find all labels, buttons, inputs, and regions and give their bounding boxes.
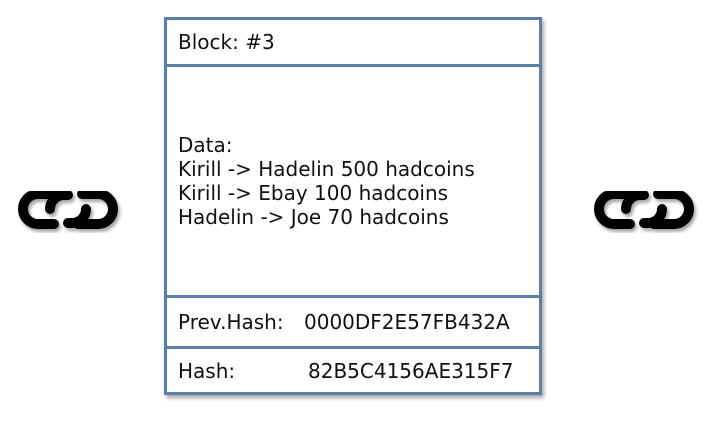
blockchain-block: Block: #3 Data: Kirill -> Hadelin 500 ha… bbox=[164, 17, 542, 395]
data-label: Data: bbox=[178, 133, 233, 157]
prev-hash-label: Prev.Hash: bbox=[178, 310, 284, 334]
hash-row: Hash: 82B5C4156AE315F7 bbox=[167, 349, 539, 392]
transaction-line: Kirill -> Hadelin 500 hadcoins bbox=[178, 157, 475, 181]
transaction-line: Hadelin -> Joe 70 hadcoins bbox=[178, 205, 449, 229]
hash-value: 82B5C4156AE315F7 bbox=[308, 358, 514, 383]
chain-link-icon bbox=[10, 184, 126, 234]
block-header: Block: #3 bbox=[167, 20, 539, 67]
prev-hash-row: Prev.Hash: 0000DF2E57FB432A bbox=[167, 298, 539, 349]
block-data-section: Data: Kirill -> Hadelin 500 hadcoins Kir… bbox=[167, 67, 539, 298]
transaction-line: Kirill -> Ebay 100 hadcoins bbox=[178, 181, 449, 205]
block-title: Block: #3 bbox=[178, 30, 275, 54]
chain-link-icon bbox=[586, 184, 702, 234]
prev-hash-value: 0000DF2E57FB432A bbox=[304, 310, 510, 334]
hash-label: Hash: bbox=[178, 358, 236, 383]
